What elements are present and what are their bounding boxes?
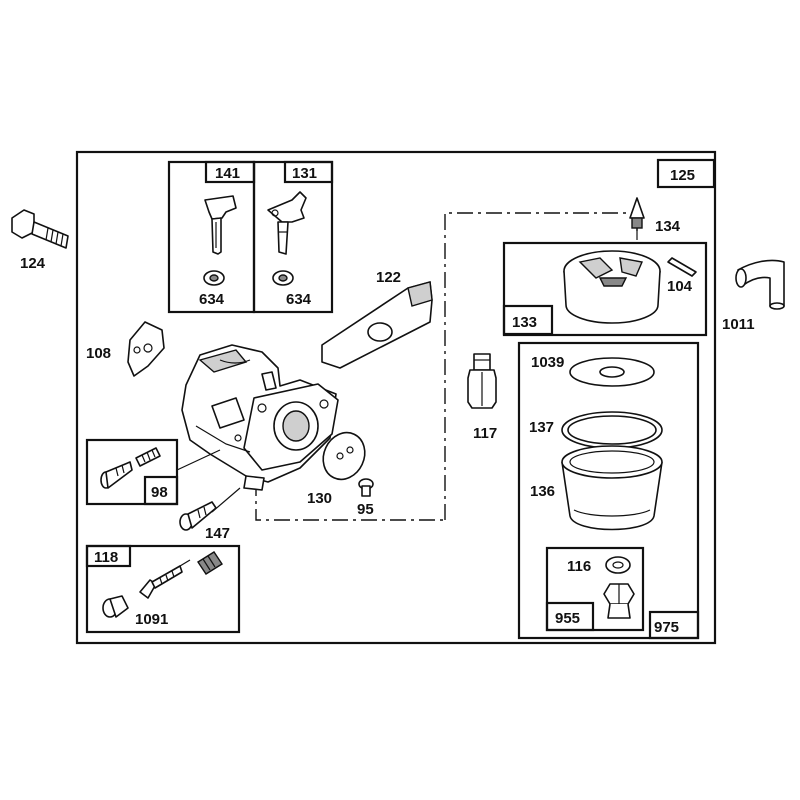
callout-125: 125 — [670, 167, 695, 184]
kit-975: 975 1039 137 136 955 116 — [517, 341, 700, 640]
callout-1039: 1039 — [531, 354, 564, 371]
carburetor-body — [181, 344, 339, 491]
insulator-gasket-122 — [321, 281, 433, 369]
callout-122: 122 — [376, 269, 401, 286]
callout-98: 98 — [151, 484, 168, 501]
label-box-125 — [656, 158, 716, 189]
callout-124: 124 — [20, 255, 46, 272]
callout-117: 117 — [473, 425, 497, 442]
throttle-plate-130 — [322, 431, 366, 481]
screw-147 — [179, 501, 217, 531]
idle-spring — [135, 447, 161, 467]
callout-133: 133 — [512, 314, 537, 331]
callout-975: 975 — [654, 619, 679, 636]
callout-116: 116 — [567, 558, 591, 575]
gasket-1039 — [569, 357, 655, 387]
main-frame — [75, 150, 717, 645]
callout-130: 130 — [307, 490, 332, 507]
idle-screw — [100, 461, 133, 489]
callout-104: 104 — [667, 278, 693, 295]
callout-141: 141 — [215, 165, 240, 182]
throttle-shaft-141 — [204, 195, 237, 255]
callout-108: 108 — [86, 345, 111, 362]
kit-955: 955 116 — [545, 546, 645, 632]
fitting-117 — [467, 353, 497, 409]
adjusting-needle-1091 — [139, 559, 191, 599]
choke-shaft-131 — [267, 191, 307, 255]
kit-133: 133 104 — [502, 241, 708, 337]
choke-plate-108 — [127, 321, 165, 377]
assembly-lines — [255, 212, 638, 521]
washer-634-a — [203, 270, 225, 286]
inlet-needle-134 — [629, 197, 645, 240]
o-ring-137 — [561, 411, 663, 449]
kit-141: 141 634 — [167, 160, 256, 314]
callout-137: 137 — [529, 419, 554, 436]
callout-955: 955 — [555, 610, 580, 627]
callout-634-a: 634 — [199, 291, 225, 308]
float-bowl-136 — [561, 445, 663, 531]
needle-seat-1091 — [102, 595, 129, 618]
kit-118: 118 — [85, 544, 241, 634]
callout-147: 147 — [205, 525, 230, 542]
callout-136: 136 — [530, 483, 555, 500]
callout-118: 118 — [94, 549, 118, 566]
kit-131: 131 634 — [252, 160, 334, 314]
callout-131: 131 — [292, 165, 317, 182]
washer-634-b — [272, 270, 294, 286]
callout-95: 95 — [357, 501, 374, 518]
callout-634-b: 634 — [286, 291, 312, 308]
bolt-124 — [11, 209, 69, 249]
float-133 — [563, 250, 661, 324]
kit-98: 98 — [85, 438, 179, 506]
float-pin-104 — [667, 257, 697, 277]
callout-1011: 1011 — [722, 316, 755, 333]
needle-spring-1091 — [197, 551, 223, 575]
bowl-nut — [603, 583, 635, 619]
screw-95 — [358, 478, 374, 497]
fuel-line-1011 — [735, 259, 785, 310]
callout-134: 134 — [655, 218, 681, 235]
callout-1091: 1091 — [135, 611, 168, 628]
washer-116 — [605, 556, 631, 574]
